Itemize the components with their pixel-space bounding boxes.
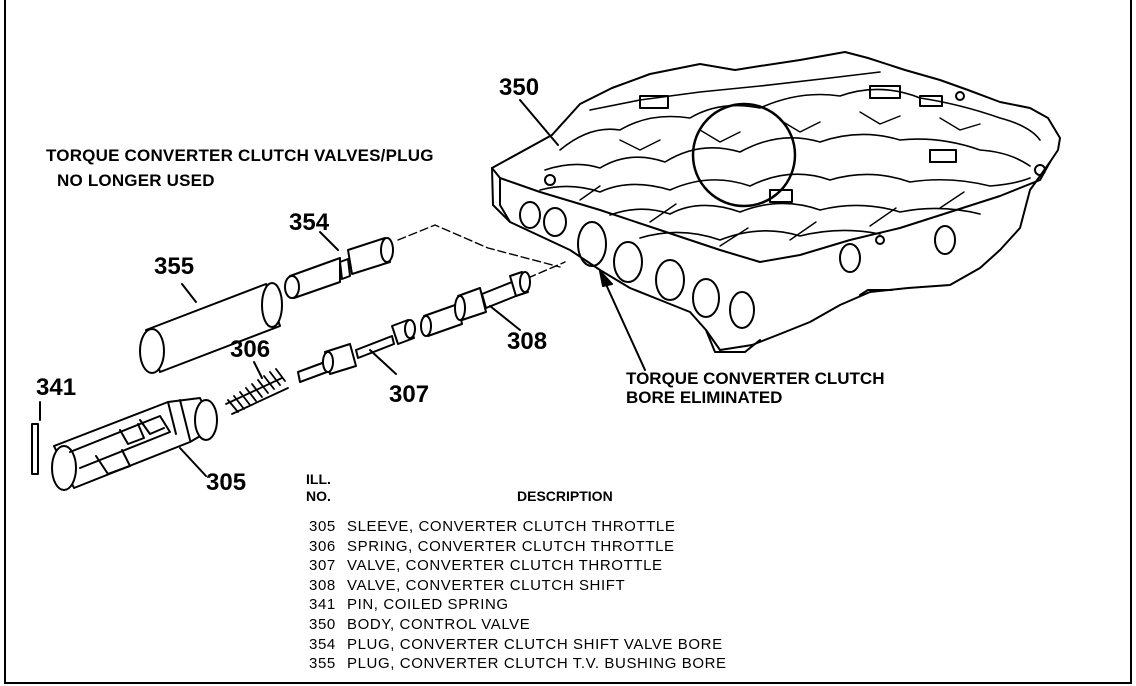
callout-307: 307: [389, 381, 430, 408]
legend-description: VALVE, CONVERTER CLUTCH SHIFT: [347, 576, 626, 594]
table-header-ill: ILL.: [306, 471, 331, 487]
callout-308: 308: [507, 328, 548, 355]
legend-description: SPRING, CONVERTER CLUTCH THROTTLE: [347, 537, 675, 555]
legend-number: 350: [309, 615, 336, 633]
legend-row: 350 BODY, CONTROL VALVE: [309, 615, 727, 635]
control-valve-body-350: [491, 51, 1061, 353]
diagram-heading-line2: NO LONGER USED: [57, 171, 215, 190]
legend-row: 355 PLUG, CONVERTER CLUTCH T.V. BUSHING B…: [309, 654, 727, 674]
plug-354: [284, 237, 394, 299]
legend-number: 305: [309, 518, 336, 535]
callout-341: 341: [36, 374, 77, 401]
bore-note-line2: BORE ELIMINATED: [626, 388, 783, 407]
legend-row: 305 SLEEVE, CONVERTER CLUTCH THROTTLE: [309, 517, 727, 537]
legend-row: 306 SPRING, CONVERTER CLUTCH THROTTLE: [309, 537, 727, 557]
callout-355: 355: [154, 253, 195, 280]
callout-305: 305: [206, 469, 247, 496]
legend-description: BODY, CONTROL VALVE: [347, 615, 531, 633]
table-header-no: NO.: [306, 488, 331, 504]
sleeve-305: [51, 397, 218, 491]
legend-row: 341 PIN, COILED SPRING: [309, 595, 727, 615]
plug-355: [139, 282, 283, 374]
legend-row: 308 VALVE, CONVERTER CLUTCH SHIFT: [309, 576, 727, 596]
legend-number: 354: [309, 635, 336, 653]
spring-306: [225, 368, 289, 415]
legend-row: 307 VALVE, CONVERTER CLUTCH THROTTLE: [309, 556, 727, 576]
pin-341: [31, 423, 39, 475]
legend-description: PIN, COILED SPRING: [347, 596, 509, 614]
legend-number: 341: [309, 596, 336, 614]
legend-description: PLUG, CONVERTER CLUTCH T.V. BUSHING BORE: [347, 655, 727, 673]
parts-legend: 305 SLEEVE, CONVERTER CLUTCH THROTTLE 306…: [309, 517, 727, 674]
legend-description: PLUG, CONVERTER CLUTCH SHIFT VALVE BORE: [347, 635, 723, 653]
legend-description: SLEEVE, CONVERTER CLUTCH THROTTLE: [347, 518, 676, 535]
legend-number: 308: [309, 576, 336, 594]
legend-number: 355: [309, 655, 336, 673]
valve-308: [420, 271, 531, 337]
callout-350: 350: [499, 74, 540, 101]
valve-307: [297, 319, 416, 383]
table-header-description: DESCRIPTION: [517, 488, 613, 504]
legend-row: 354 PLUG, CONVERTER CLUTCH SHIFT VALVE BO…: [309, 635, 727, 655]
page-frame: [4, 0, 1132, 684]
legend-number: 307: [309, 557, 336, 575]
bore-note-line1: TORQUE CONVERTER CLUTCH: [626, 369, 885, 388]
callout-306: 306: [230, 336, 271, 363]
legend-description: VALVE, CONVERTER CLUTCH THROTTLE: [347, 557, 663, 575]
diagram-heading-line1: TORQUE CONVERTER CLUTCH VALVES/PLUG: [46, 146, 434, 165]
legend-number: 306: [309, 537, 336, 555]
callout-354: 354: [289, 209, 330, 236]
